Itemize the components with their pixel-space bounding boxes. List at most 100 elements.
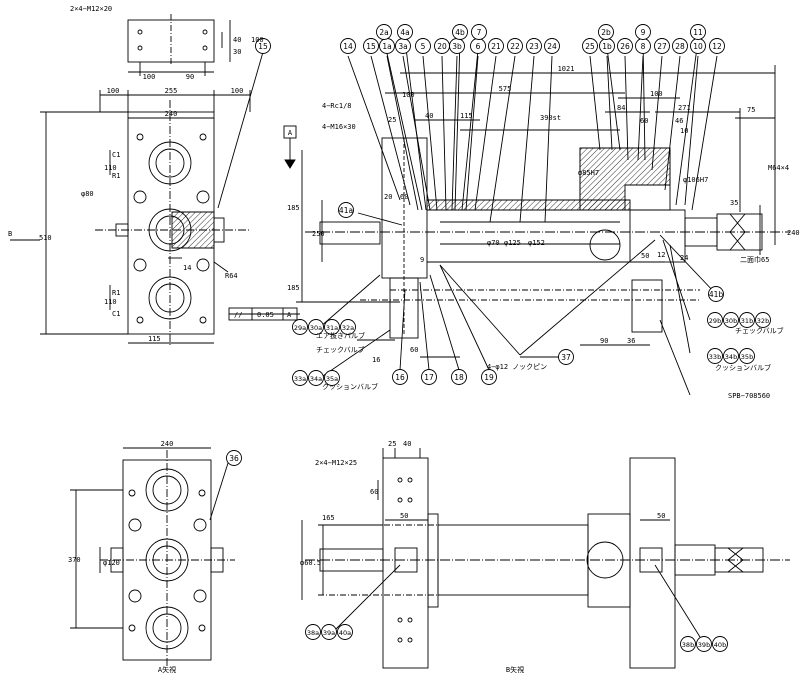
note-cushion-valve-left: クッションバルブ bbox=[322, 382, 378, 391]
svg-text:26: 26 bbox=[620, 42, 630, 51]
balloon-3a: 3a bbox=[395, 38, 411, 54]
dim-12: 12 bbox=[657, 251, 665, 259]
svg-text:12: 12 bbox=[712, 42, 722, 51]
balloon-36: 36 bbox=[226, 450, 242, 466]
svg-text:4b: 4b bbox=[455, 28, 465, 37]
balloon-10: 10 bbox=[690, 38, 706, 54]
svg-text:34a: 34a bbox=[310, 375, 322, 383]
dim-25: 25 bbox=[388, 116, 396, 124]
dim-phi152: φ152 bbox=[528, 239, 545, 247]
dim-390st: 390st bbox=[540, 114, 561, 122]
dim-r1b: R1 bbox=[112, 289, 120, 297]
svg-text:36: 36 bbox=[229, 454, 239, 463]
svg-text:31a: 31a bbox=[326, 324, 338, 332]
dim-240a: 240 bbox=[165, 110, 178, 118]
dim-r1a: R1 bbox=[112, 172, 120, 180]
dim-100e: 100 bbox=[402, 91, 415, 99]
dim-20: 20 bbox=[384, 193, 392, 201]
dim-r64: R64 bbox=[225, 272, 238, 280]
tol-val: 0.05 bbox=[257, 311, 274, 319]
svg-text:32a: 32a bbox=[342, 324, 354, 332]
dim-14: 14 bbox=[183, 264, 191, 272]
svg-text:35a: 35a bbox=[326, 375, 338, 383]
dim-100d: 100 bbox=[231, 87, 244, 95]
dim-100f: 100 bbox=[650, 90, 663, 98]
tol-ref: A bbox=[287, 311, 292, 319]
balloon-4b: 4b bbox=[452, 24, 468, 40]
dim-phi80: φ80 bbox=[81, 190, 94, 198]
balloon-8: 8 bbox=[635, 38, 651, 54]
tol-sym: // bbox=[234, 311, 242, 319]
balloon-1a: 1a bbox=[379, 38, 395, 54]
dim-24: 24 bbox=[680, 254, 688, 262]
note-check-valve-right: チェックバルブ bbox=[735, 326, 784, 335]
svg-text:7: 7 bbox=[477, 28, 482, 37]
dim-575: 575 bbox=[499, 85, 512, 93]
view-a bbox=[70, 447, 235, 668]
balloon-7: 7 bbox=[471, 24, 487, 40]
note-cushion-valve-right: クッションバルブ bbox=[715, 363, 771, 372]
balloon-17: 17 bbox=[421, 369, 437, 385]
dim-115: 115 bbox=[148, 335, 161, 343]
svg-text:35b: 35b bbox=[741, 353, 753, 361]
svg-text:31b: 31b bbox=[741, 317, 753, 325]
dim-90a: 90 bbox=[186, 73, 194, 81]
svg-text:6: 6 bbox=[476, 42, 481, 51]
dim-40: 40 bbox=[233, 36, 241, 44]
svg-text:34b: 34b bbox=[725, 353, 737, 361]
dim-240c: 240 bbox=[161, 440, 174, 448]
balloon-20: 20 bbox=[434, 38, 450, 54]
dim-100a: 100 bbox=[143, 73, 156, 81]
svg-text:30b: 30b bbox=[725, 317, 737, 325]
svg-text:1b: 1b bbox=[602, 42, 612, 51]
balloon-12: 12 bbox=[709, 38, 725, 54]
svg-text:39a: 39a bbox=[323, 629, 335, 637]
dim-60c: 60 bbox=[410, 346, 418, 354]
svg-text:41a: 41a bbox=[339, 206, 353, 215]
dim-60: 60 bbox=[400, 193, 408, 201]
svg-text:3a: 3a bbox=[398, 42, 407, 51]
balloon-11: 11 bbox=[690, 24, 706, 40]
balloon-3b: 3b bbox=[449, 38, 465, 54]
balloon-18: 18 bbox=[451, 369, 467, 385]
left-end-view bbox=[10, 51, 264, 345]
svg-text:17: 17 bbox=[424, 373, 434, 382]
svg-text:41b: 41b bbox=[709, 290, 724, 299]
svg-text:23: 23 bbox=[529, 42, 539, 51]
label-view-a: A矢視 bbox=[158, 665, 176, 674]
svg-text:19: 19 bbox=[484, 373, 494, 382]
balloon-24: 24 bbox=[544, 38, 560, 54]
balloon-19: 19 bbox=[481, 369, 497, 385]
balloon-41a: 41a bbox=[338, 202, 354, 218]
balloon-22: 22 bbox=[507, 38, 523, 54]
svg-text:25: 25 bbox=[585, 42, 595, 51]
balloon-2a: 2a bbox=[376, 24, 392, 40]
note-knock-pin: 4−φ12 ノックピン bbox=[487, 363, 547, 371]
dim-185b: 185 bbox=[287, 284, 300, 292]
dim-40b: 40 bbox=[425, 112, 433, 120]
datum-a: A bbox=[288, 129, 293, 137]
svg-text:1a: 1a bbox=[382, 42, 391, 51]
svg-text:21: 21 bbox=[491, 42, 501, 51]
dim-165: 165 bbox=[322, 514, 335, 522]
note-flat-width: 二面巾65 bbox=[740, 255, 769, 264]
balloon-28: 28 bbox=[672, 38, 688, 54]
dim-100b: 100 bbox=[251, 36, 264, 44]
dim-c1b: C1 bbox=[112, 310, 120, 318]
dim-240b: 240 bbox=[787, 229, 800, 237]
dim-110a: 110 bbox=[104, 164, 117, 172]
balloon-23: 23 bbox=[526, 38, 542, 54]
view-b bbox=[301, 448, 790, 669]
balloon-4a: 4a bbox=[397, 24, 413, 40]
dim-25b: 25 bbox=[388, 440, 396, 448]
balloon-27: 27 bbox=[654, 38, 670, 54]
dim-c1a: C1 bbox=[112, 151, 120, 159]
balloon-9: 9 bbox=[635, 24, 651, 40]
dim-60b: 60 bbox=[640, 117, 648, 125]
svg-text:32b: 32b bbox=[757, 317, 769, 325]
arrow-b-label: B bbox=[8, 230, 12, 238]
